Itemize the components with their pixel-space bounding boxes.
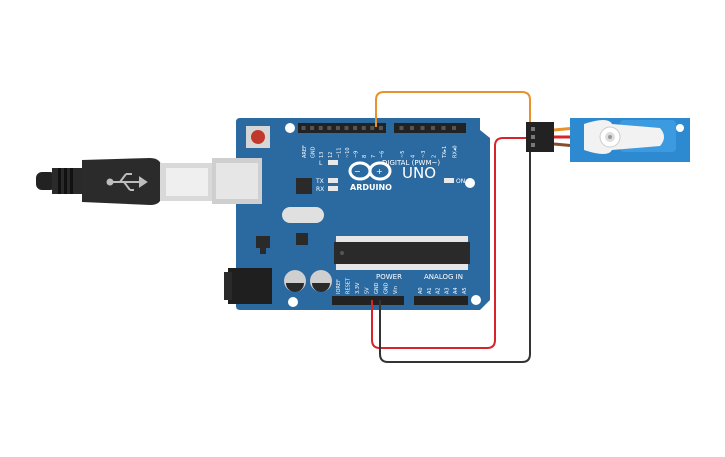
- digital-header: [298, 123, 466, 133]
- logo-minus: −: [354, 167, 361, 176]
- digital-pin-hole[interactable]: [452, 126, 456, 130]
- digital-pin-label: 13: [319, 152, 325, 158]
- led-on-label: ON: [456, 178, 465, 185]
- wire-signal[interactable]: [375, 91, 538, 131]
- logo-plus: +: [376, 167, 383, 176]
- power-pin-label: RESET: [346, 277, 352, 294]
- digital-pin-label: TX▸1: [442, 146, 448, 159]
- analog-header: [414, 296, 468, 305]
- power-header: [332, 296, 404, 305]
- digital-pin-hole[interactable]: [410, 126, 414, 130]
- digital-pin-label: GND: [311, 146, 317, 158]
- digital-pin-hole[interactable]: [353, 126, 358, 130]
- digital-pin-label: 7: [371, 155, 377, 158]
- model-text: UNO: [402, 164, 436, 182]
- power-pin-label: IOREF: [336, 279, 342, 294]
- mounting-hole: [465, 178, 475, 188]
- digital-pin-label: 4: [411, 155, 417, 158]
- analog-pin-label: A1: [427, 287, 433, 294]
- dc-power-jack: [224, 268, 272, 304]
- digital-pin-label: ~9: [354, 151, 360, 158]
- led-l-label: L: [319, 160, 323, 167]
- digital-pin-label: 2: [432, 155, 438, 158]
- digital-pin-hole[interactable]: [441, 126, 446, 130]
- digital-pin-label: ~3: [421, 151, 427, 158]
- digital-pin-label: AREF: [302, 145, 308, 158]
- usb-cable-strain-relief-tip: [36, 172, 56, 190]
- digital-pin-label: ~11: [336, 147, 342, 158]
- small-chip: [296, 233, 308, 245]
- power-pin-label: GND: [374, 282, 380, 294]
- digital-pin-label: ~6: [379, 151, 385, 158]
- digital-pin-label: ~10: [345, 147, 351, 158]
- led-on: [444, 178, 454, 183]
- analog-pin-label: A2: [436, 287, 442, 294]
- analog-pin-label: A3: [444, 287, 450, 294]
- power-pin-label: 5V: [365, 287, 371, 294]
- mounting-hole: [471, 295, 481, 305]
- reset-button-cap[interactable]: [251, 130, 265, 144]
- status-leds: L TX RX ON: [315, 160, 465, 193]
- voltage-regulator: [256, 236, 270, 248]
- digital-pin-label: RX◂0: [453, 145, 459, 158]
- led-tx: [328, 178, 338, 183]
- digital-pin-label: 8: [362, 155, 368, 158]
- brand-text: ARDUINO: [350, 183, 392, 192]
- usb-cable[interactable]: [36, 158, 212, 205]
- digital-pin-hole[interactable]: [310, 126, 315, 130]
- digital-pin-hole[interactable]: [318, 126, 323, 130]
- digital-pin-hole[interactable]: [378, 126, 383, 130]
- atmega-microcontroller: [334, 236, 470, 270]
- led-rx: [328, 186, 338, 191]
- usb-controller-chip: [296, 178, 312, 194]
- power-pin-label: GND: [384, 282, 390, 294]
- digital-pin-label: ~5: [400, 151, 406, 158]
- digital-pin-hole[interactable]: [344, 126, 349, 130]
- crystal-oscillator: [282, 207, 324, 223]
- digital-pin-hole[interactable]: [399, 126, 404, 130]
- digital-pin-hole[interactable]: [361, 126, 366, 130]
- usb-icon: [106, 173, 148, 191]
- mounting-hole: [288, 297, 298, 307]
- power-label: POWER: [376, 273, 402, 281]
- analog-label: ANALOG IN: [424, 273, 463, 281]
- digital-pin-hole[interactable]: [335, 126, 340, 130]
- digital-pin-hole[interactable]: [327, 126, 332, 130]
- servo-motor[interactable]: [526, 118, 690, 162]
- infinity-logo-icon: [348, 161, 392, 181]
- digital-label: DIGITAL (PWM~): [382, 159, 440, 167]
- led-tx-label: TX: [315, 178, 324, 185]
- analog-pin-label: A5: [462, 287, 468, 294]
- capacitors: [284, 270, 332, 292]
- power-pin-label: Vin: [393, 286, 399, 294]
- power-pin-label: 3.3V: [355, 282, 361, 294]
- led-l: [328, 160, 338, 165]
- digital-pin-label: 12: [328, 152, 334, 158]
- wire-power[interactable]: [371, 137, 538, 349]
- wire-ground[interactable]: [379, 145, 538, 363]
- analog-pin-label: A0: [418, 287, 424, 294]
- analog-pin-label: A4: [453, 287, 459, 294]
- digital-pin-hole[interactable]: [370, 126, 375, 130]
- digital-pin-hole[interactable]: [431, 126, 435, 130]
- servo-connector: [526, 122, 554, 152]
- digital-pin-hole[interactable]: [301, 126, 306, 130]
- led-rx-label: RX: [316, 186, 324, 193]
- mounting-hole: [285, 123, 295, 133]
- digital-pin-hole[interactable]: [420, 126, 425, 130]
